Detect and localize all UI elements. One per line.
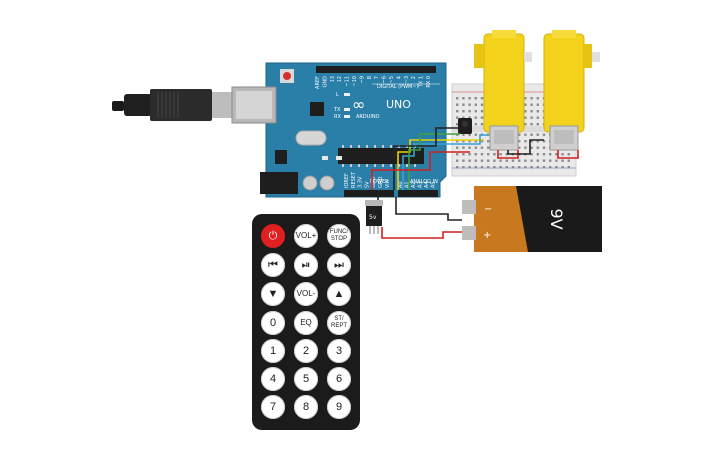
- up-button[interactable]: ▲: [327, 282, 351, 306]
- pin-label: A3: [418, 181, 424, 188]
- digit-6-button[interactable]: 6: [327, 367, 351, 391]
- down-button[interactable]: ▼: [261, 282, 285, 306]
- pin-label: GND: [371, 176, 377, 188]
- analog-header-title: ANALOG IN: [410, 179, 438, 185]
- pin-label: ~5: [389, 76, 395, 83]
- pin-label: Vin: [385, 180, 391, 188]
- st-rept-button[interactable]: ST/ REPT: [327, 311, 351, 335]
- power-header: [344, 190, 394, 197]
- arrow-up-icon: ▲: [333, 287, 345, 300]
- digit-0-button[interactable]: 0: [261, 311, 285, 335]
- previous-icon: ⏮: [268, 258, 278, 271]
- play-pause-icon: ⏯: [301, 258, 311, 271]
- crystal: [295, 130, 327, 146]
- power-header-title: POWER: [370, 179, 389, 185]
- digital-header: [316, 66, 436, 73]
- eq-button[interactable]: EQ: [294, 311, 318, 335]
- usb-chip: [310, 102, 324, 116]
- func-stop-button[interactable]: FUNC/ STOP: [327, 224, 351, 248]
- power-jack: [260, 172, 298, 194]
- digit-5-button[interactable]: 5: [294, 367, 318, 391]
- pin-label: A0: [398, 181, 404, 188]
- board-model: UNO: [386, 98, 411, 111]
- battery-label: 9V: [547, 208, 566, 229]
- svg-text:RX: RX: [334, 114, 341, 120]
- pin-label: A5: [431, 181, 437, 188]
- play-pause-button[interactable]: ⏯: [294, 253, 318, 277]
- onboard-leds: L TX RX: [333, 92, 350, 120]
- pin-label: A2: [411, 181, 417, 188]
- power-icon: ⏻: [268, 229, 278, 242]
- regulator-label: 5v: [369, 214, 377, 221]
- svg-text:TX: TX: [333, 107, 341, 113]
- arduino-logo-icon: ∞: [352, 95, 365, 114]
- pin-label: 5V: [364, 181, 370, 188]
- vol-up-button[interactable]: VOL+: [294, 224, 318, 248]
- pin-label: ~10: [352, 76, 358, 87]
- digit-4-button[interactable]: 4: [261, 367, 285, 391]
- analog-header: [398, 190, 438, 197]
- battery-minus: −: [484, 204, 492, 215]
- pin-label: TX 1: [419, 76, 425, 88]
- pin-label: 3.3V: [358, 176, 364, 188]
- power-button[interactable]: ⏻: [261, 224, 285, 248]
- pin-label: 2: [411, 76, 417, 79]
- ir-remote[interactable]: ⏻ VOL+ FUNC/ STOP ⏮ ⏯ ⏭ ▼ VOL- ▲ 0 EQ ST…: [252, 214, 360, 430]
- battery-plus: +: [483, 230, 491, 241]
- capacitor: [302, 175, 318, 191]
- prev-button[interactable]: ⏮: [261, 253, 285, 277]
- pin-label: RX 0: [426, 76, 432, 88]
- pin-label: 13: [330, 76, 336, 82]
- digit-2-button[interactable]: 2: [294, 339, 318, 363]
- next-icon: ⏭: [334, 258, 344, 271]
- pin-label: ~9: [359, 76, 365, 83]
- voltage-regulator-smd: [275, 150, 287, 164]
- pin-label: AREF: [315, 76, 321, 89]
- pin-label: 8: [367, 76, 373, 79]
- pin-label: 12: [337, 76, 343, 82]
- usb-cable[interactable]: [112, 89, 232, 121]
- pin-label: GND: [378, 176, 384, 188]
- ir-receiver[interactable]: [458, 118, 472, 134]
- pin-label: A1: [405, 181, 411, 188]
- pin-label: A4: [424, 181, 430, 188]
- motor-left[interactable]: [474, 30, 532, 151]
- pin-label: ~6: [382, 76, 388, 83]
- pin-label: 7: [374, 76, 380, 79]
- arrow-down-icon: ▼: [267, 287, 279, 300]
- pin-label: GND: [322, 76, 328, 88]
- next-button[interactable]: ⏭: [327, 253, 351, 277]
- pin-label: ~3: [404, 76, 410, 83]
- pin-label: RESET: [351, 171, 357, 188]
- capacitor: [319, 175, 335, 191]
- battery-9v[interactable]: − + 9V: [462, 186, 602, 252]
- wires: [371, 127, 579, 239]
- digit-8-button[interactable]: 8: [294, 395, 318, 419]
- digit-1-button[interactable]: 1: [261, 339, 285, 363]
- pin-label: 4: [396, 76, 402, 79]
- vol-down-button[interactable]: VOL-: [294, 282, 318, 306]
- digit-9-button[interactable]: 9: [327, 395, 351, 419]
- svg-text:L: L: [336, 92, 339, 98]
- motor-right[interactable]: [543, 30, 600, 151]
- pin-label: IOREF: [344, 173, 350, 188]
- arduino-brand: ARDUINO: [356, 114, 380, 120]
- digit-3-button[interactable]: 3: [327, 339, 351, 363]
- digit-7-button[interactable]: 7: [261, 395, 285, 419]
- voltage-regulator[interactable]: 5v: [365, 200, 383, 234]
- pin-label: ~11: [345, 76, 351, 87]
- digital-header-title: DIGITAL (PWM~): [377, 84, 419, 90]
